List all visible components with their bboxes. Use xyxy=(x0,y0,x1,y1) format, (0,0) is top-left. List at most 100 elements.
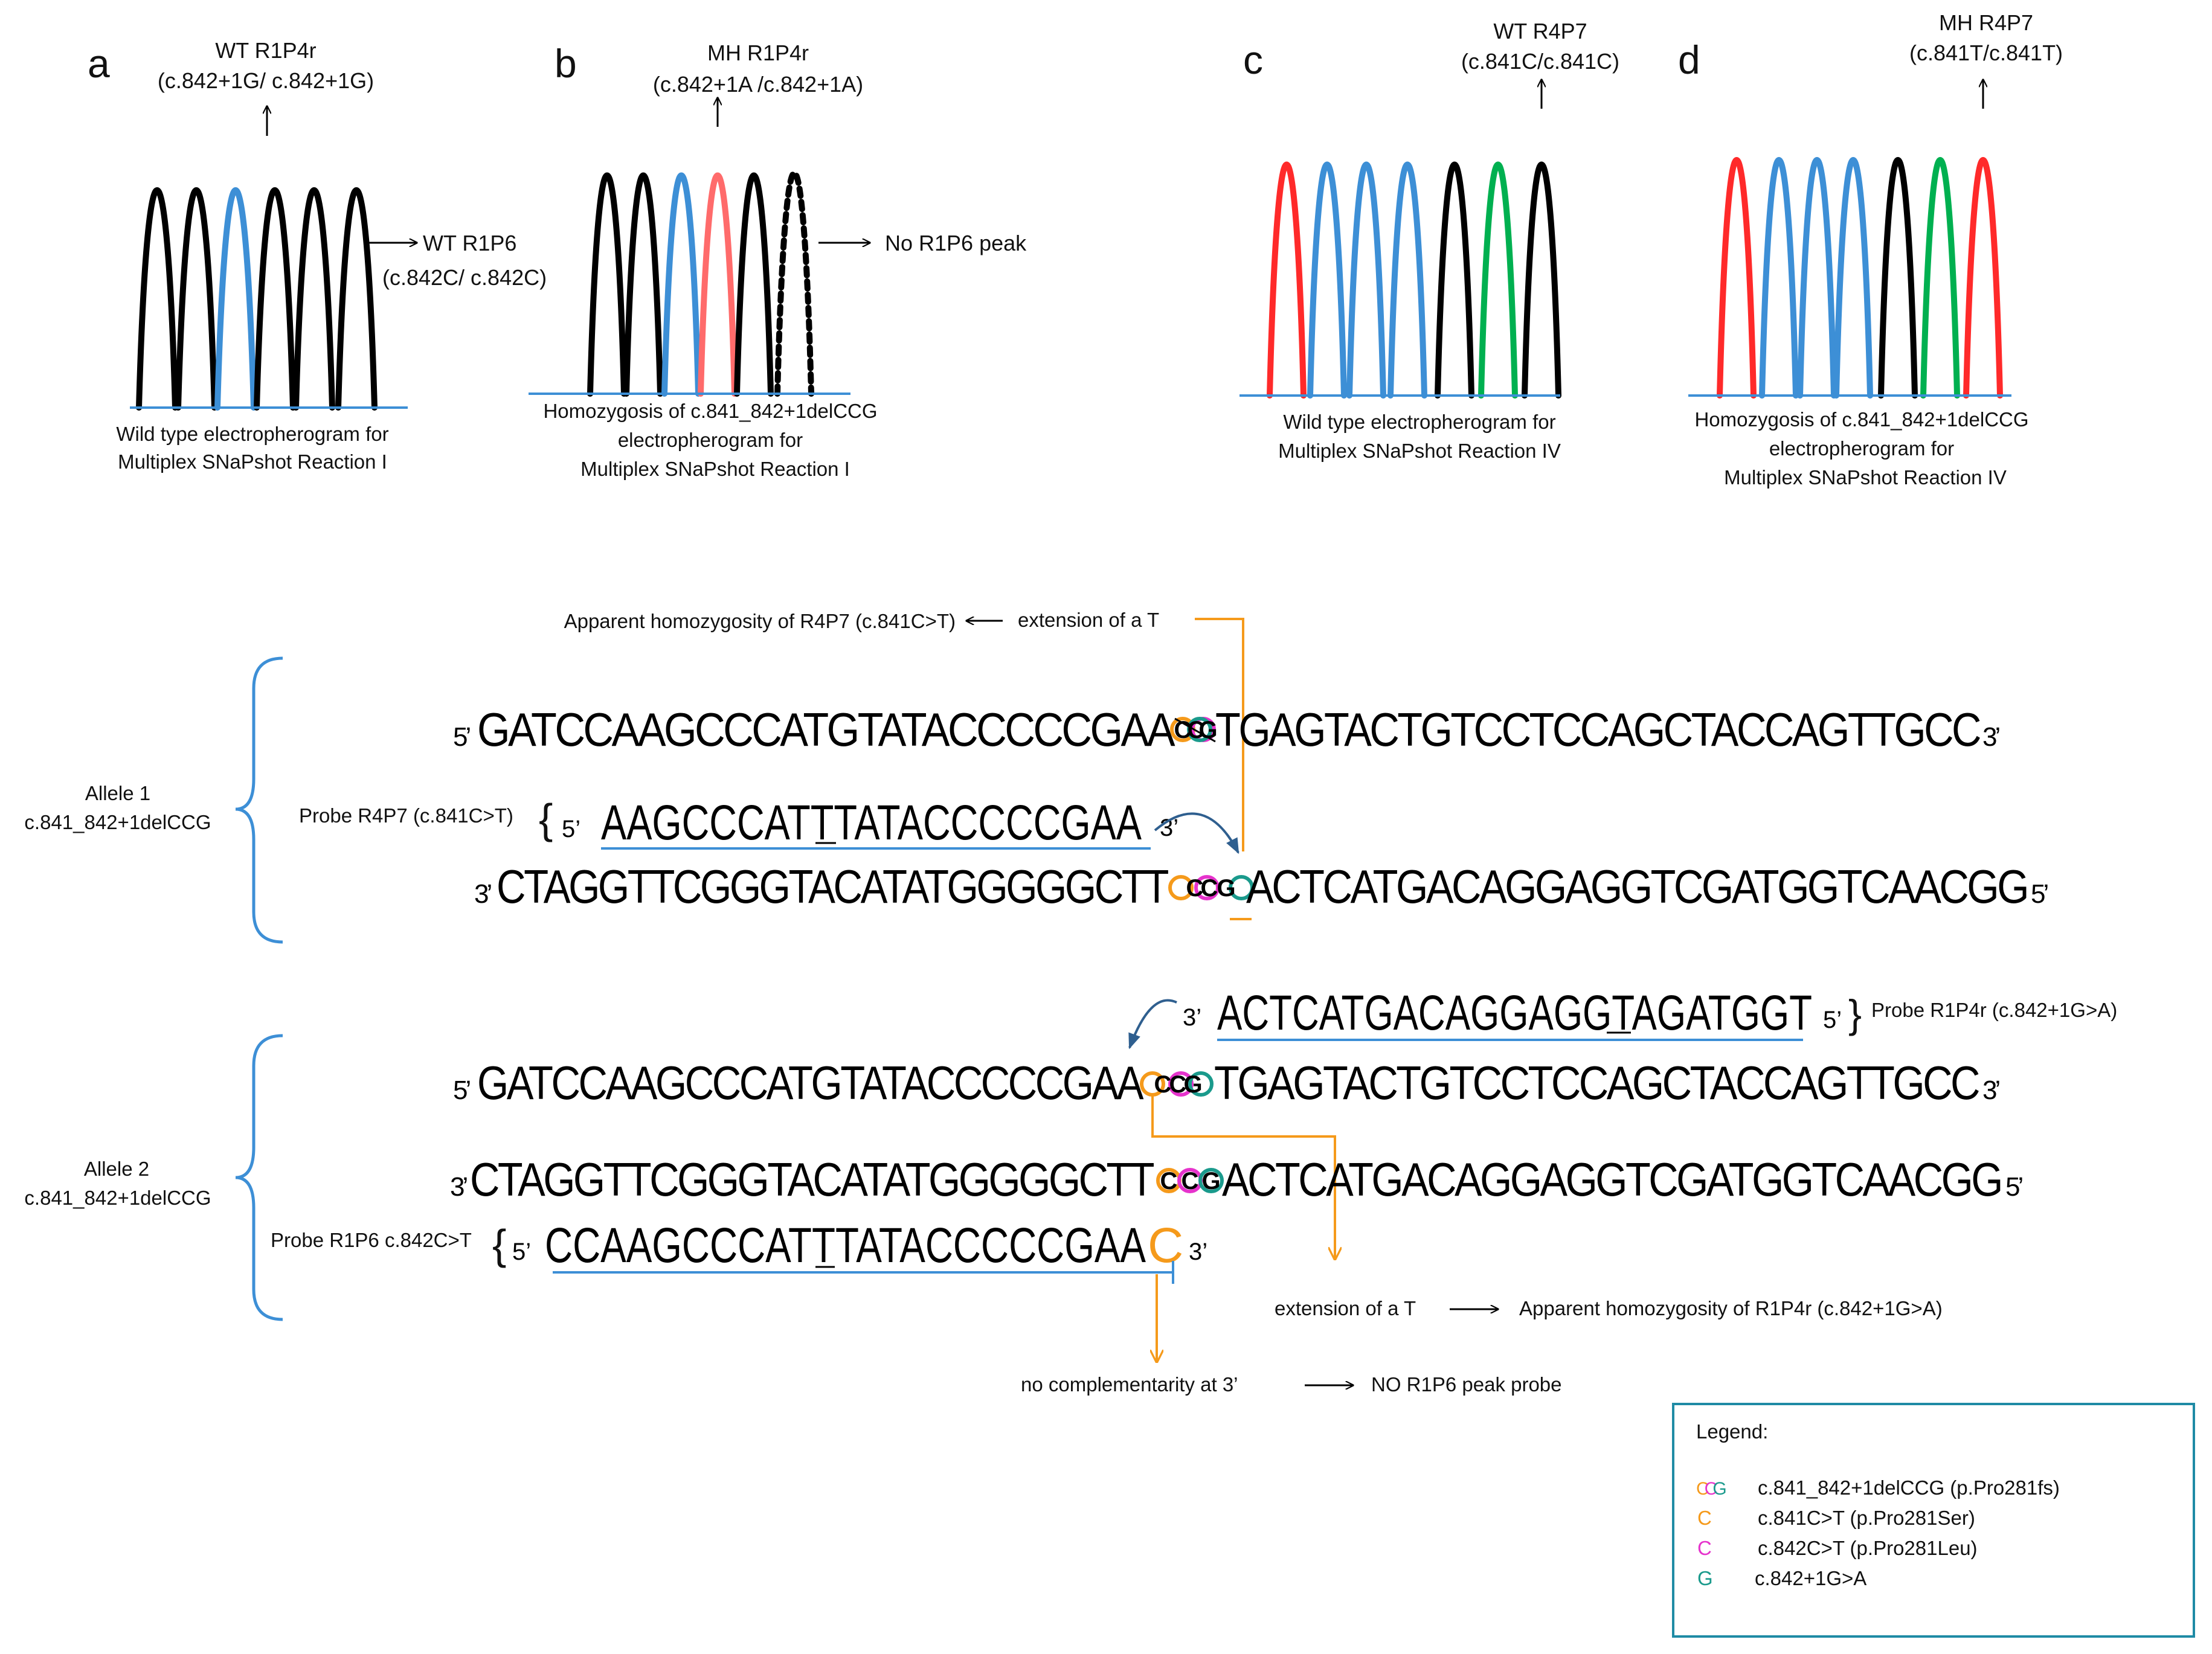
legend-row-text: c.842+1G>A xyxy=(1755,1567,1866,1589)
panel-a-peaks xyxy=(136,187,378,411)
panel-b-caption-1: Homozygosis of c.841_842+1delCCG xyxy=(543,400,877,422)
electropherogram-peak xyxy=(293,187,335,411)
deleted-letter: C xyxy=(1169,1071,1187,1098)
panel-d-title-1: MH R4P7 xyxy=(1939,10,2033,35)
allele-1-top-note-left: Apparent homozygosity of R4P7 (c.841C>T) xyxy=(564,610,956,632)
electropherogram-peak xyxy=(254,187,296,411)
panel-d-caption-1: Homozygosis of c.841_842+1delCCG xyxy=(1694,408,2028,431)
deleted-c-circle xyxy=(1194,875,1220,900)
allele-2-bottom-note-left: no complementarity at 3’ xyxy=(1021,1373,1238,1396)
deleted-letter: C xyxy=(1174,717,1192,743)
allele-2-top-strand-left: GATCCAAGCCCATGTATACCCCCGAA xyxy=(477,1056,1143,1109)
electropherogram-peak xyxy=(587,172,627,397)
deleted-letter: C xyxy=(1182,1168,1199,1194)
allele-2-top-suffix: 3’ xyxy=(1982,1075,1999,1105)
panel-c-caption-1: Wild type electropherogram for xyxy=(1283,411,1555,433)
allele-2-bottom-strand-right: ACTCATGACAGGAGGTCGATGGTCAACGG xyxy=(1222,1153,2001,1206)
probe-r4p7-extension-arrow xyxy=(1154,812,1239,854)
panel-c-letter: c xyxy=(1243,37,1263,82)
panel-a-title-1: WT R1P4r xyxy=(215,38,316,63)
allele-1-top-note-right: extension of a T xyxy=(1018,609,1159,631)
panel-b: b MH R1P4r (c.842+1A /c.842+1A) No R1P6 … xyxy=(529,40,1027,480)
deleted-c-circle xyxy=(1140,1071,1165,1097)
panel-b-caption-2: electropherogram for xyxy=(618,429,803,451)
panel-a-letter: a xyxy=(88,41,110,86)
electropherogram-peak xyxy=(1435,161,1474,399)
probe-r1p4r-label: Probe R1P4r (c.842+1G>A) xyxy=(1871,999,2117,1021)
allele-1-bottom-suffix: 5’ xyxy=(2031,879,2048,909)
electropherogram-peak xyxy=(734,172,774,397)
legend-row-text: c.841_842+1delCCG (p.Pro281fs) xyxy=(1758,1476,2060,1499)
probe-r1p4r-extension-arrow xyxy=(1128,999,1177,1050)
panel-d-letter: d xyxy=(1678,37,1700,82)
allele-2-top-strand-right: TGAGTACTGTCCTCCAGCTACCAGTTGCC xyxy=(1214,1056,1979,1109)
legend: Legend: CCG c.841_842+1delCCG (p.Pro281f… xyxy=(1672,1403,2195,1638)
panel-b-title-2: (c.842+1A /c.842+1A) xyxy=(653,72,863,97)
panel-a-side-1: WT R1P6 xyxy=(423,231,516,255)
panel-b-letter: b xyxy=(555,41,577,86)
electropherogram-peak xyxy=(661,172,701,397)
deleted-g-circle xyxy=(1187,717,1212,742)
probe-r1p4r-prefix: 3’ xyxy=(1183,1004,1201,1031)
deleted-g-circle xyxy=(1188,1071,1214,1097)
electropherogram-peak xyxy=(1963,157,2003,399)
allele-2-bottom-deletion: C C G xyxy=(1156,1168,1224,1194)
allele-2-bottom-prefix: 3’ xyxy=(450,1172,467,1202)
allele-1-bottom-deletion: C C G xyxy=(1168,875,1254,920)
panel-c-peaks xyxy=(1267,161,1561,399)
legend-row-text: c.841C>T (p.Pro281Ser) xyxy=(1758,1507,1975,1529)
allele-1-brace xyxy=(235,656,283,944)
probe-r4p7-suffix: 3’ xyxy=(1160,815,1178,841)
allele-1-top-strand-left: GATCCAAGCCCATGTATACCCCCGAA xyxy=(477,703,1175,756)
electropherogram-peak xyxy=(335,187,378,411)
allele-2-ext-note-left: extension of a T xyxy=(1275,1297,1416,1319)
allele-2-top-prefix: 5’ xyxy=(453,1075,470,1105)
legend-box xyxy=(1672,1403,2195,1638)
panel-b-peaks xyxy=(587,170,814,397)
electropherogram-peak xyxy=(1267,161,1307,399)
electropherogram-peak xyxy=(214,187,257,411)
deletion-cross xyxy=(1174,717,1216,743)
legend-symbol-deletion: CCG xyxy=(1696,1479,1727,1499)
panel-d: d MH R4P7 (c.841T/c.841T) Homozygosis of… xyxy=(1678,10,2063,489)
deleted-letter: C xyxy=(1201,875,1218,902)
electropherogram-peak xyxy=(136,187,178,411)
allele-2-label-1: Allele 2 xyxy=(84,1158,149,1180)
panel-d-caption-2: electropherogram for xyxy=(1769,437,1954,460)
allele-1-label-2: c.841_842+1delCCG xyxy=(24,811,211,833)
legend-title: Legend: xyxy=(1696,1420,1768,1443)
allele-1-label-1: Allele 1 xyxy=(85,782,150,804)
probe-r1p4r-suffix: 5’ xyxy=(1823,1007,1842,1033)
electropherogram-peak xyxy=(698,172,738,397)
electropherogram-peak xyxy=(1833,157,1873,399)
deleted-letter: G xyxy=(1183,1071,1202,1098)
probe-r1p6-brace: { xyxy=(492,1221,506,1268)
probe-r1p4r-brace: } xyxy=(1848,992,1862,1036)
deleted-g-circle xyxy=(1229,875,1254,900)
panel-c-caption-2: Multiplex SNaPshot Reaction IV xyxy=(1278,440,1561,462)
allele-1-section: Allele 1 c.841_842+1delCCG Apparent homo… xyxy=(24,609,2050,944)
electropherogram-peak xyxy=(1797,157,1837,399)
deleted-letter: G xyxy=(1198,717,1217,743)
electropherogram-peak xyxy=(175,187,217,411)
allele-2-bottom-note-right: NO R1P6 peak probe xyxy=(1371,1373,1562,1396)
probe-r4p7-label: Probe R4P7 (c.841C>T) xyxy=(299,804,513,827)
probe-r1p6-label: Probe R1P6 c.842C>T xyxy=(271,1229,472,1251)
legend-symbol-g-teal: G xyxy=(1697,1567,1713,1589)
deleted-letter: C xyxy=(1186,875,1204,902)
panel-d-peaks xyxy=(1717,157,2003,399)
deleted-letter: C xyxy=(1154,1071,1172,1098)
probe-r1p6-suffix: 3’ xyxy=(1189,1239,1207,1265)
deleted-letter: G xyxy=(1201,1168,1220,1194)
panel-a: a WT R1P4r (c.842+1G/ c.842+1G) WT R1P6 … xyxy=(88,38,547,473)
allele-1-bottom-strand-right: ACTCATGACAGGAGGTCGATGGTCAACGG xyxy=(1246,860,2027,913)
allele-1-orange-connector xyxy=(1195,618,1244,851)
panel-b-side-text: No R1P6 peak xyxy=(885,231,1027,255)
panel-a-side-2: (c.842C/ c.842C) xyxy=(382,265,547,290)
panel-b-caption-3: Multiplex SNaPshot Reaction I xyxy=(580,458,850,480)
panel-b-title-1: MH R1P4r xyxy=(707,40,809,65)
probe-r1p6-last-base: C xyxy=(1148,1218,1183,1273)
panel-a-caption-1: Wild type electropherogram for xyxy=(116,423,388,445)
allele-2-ext-note-right: Apparent homozygosity of R1P4r (c.842+1G… xyxy=(1519,1297,1943,1319)
